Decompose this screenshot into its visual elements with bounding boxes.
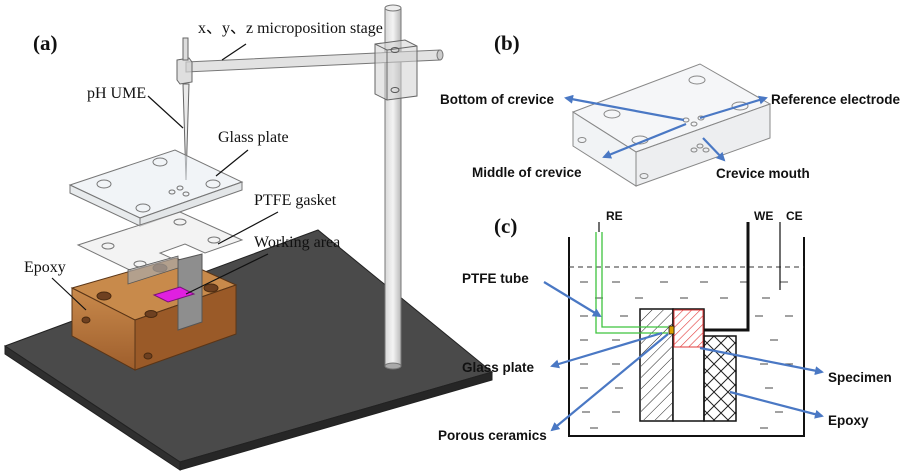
epoxy-label-c: Epoxy (828, 413, 869, 428)
porous-ceramic-tip (668, 325, 675, 335)
crevice-cell-3d (571, 63, 772, 187)
stage-label: x、y、z microposition stage (198, 20, 383, 37)
arrow-crevice-mouth (702, 137, 726, 162)
we-wire (704, 222, 750, 332)
working-area-label: Working area (254, 234, 340, 251)
specimen-hatch (673, 309, 704, 348)
ume-label: pH UME (87, 85, 146, 102)
glass-plate-a (68, 149, 244, 227)
base-plate (3, 229, 494, 471)
ptfe-tube-inner (601, 232, 668, 328)
epoxy-leader-a (51, 277, 87, 311)
bottom-of-crevice-label: Bottom of crevice (440, 92, 555, 107)
specimen-label: Specimen (828, 370, 892, 385)
electrolyte-container (568, 237, 805, 437)
ptfe-tube-label: PTFE tube (462, 271, 529, 286)
ce-label: CE (786, 209, 803, 223)
panel-c: (c) RE WE (438, 209, 892, 443)
arrow-specimen (699, 346, 824, 376)
ume-leader (147, 95, 184, 129)
probe-holder (176, 37, 193, 181)
panel-a-label: (a) (33, 31, 58, 55)
ptfe-tube-outer (595, 232, 668, 334)
stage-leader (221, 43, 247, 61)
epoxy-label-a: Epoxy (24, 259, 66, 276)
arrow-ptfe-tube (543, 281, 602, 318)
arrow-epoxy-c (729, 390, 824, 419)
porous-ceramics-label: Porous ceramics (438, 428, 547, 443)
ptfe-gasket-label: PTFE gasket (254, 192, 337, 209)
gasket-leader (217, 211, 279, 245)
middle-of-crevice-label: Middle of crevice (472, 165, 582, 180)
we-label: WE (754, 209, 773, 223)
arrow-porous-ceramics (550, 333, 669, 432)
working-leader (185, 253, 269, 295)
glass-plate-label-c: Glass plate (462, 360, 535, 375)
arrow-reference-electrode (699, 95, 768, 120)
clamp-block (374, 39, 418, 101)
arrow-bottom-of-crevice (564, 94, 685, 122)
porous-ceramics-hatch (641, 310, 672, 420)
arrow-glass-plate (550, 331, 663, 369)
panel-b-label: (b) (494, 31, 520, 55)
glass-plate-label-a: Glass plate (218, 129, 289, 146)
re-label: RE (606, 209, 623, 223)
panel-c-label: (c) (494, 214, 517, 238)
crevice-mouth-label: Crevice mouth (716, 166, 810, 181)
panel-a: (a) (3, 4, 494, 471)
reference-electrode-label: Reference electrode (771, 92, 901, 107)
panel-b: (b) Bottom of crevice Reference electrod… (440, 31, 901, 187)
glass-leader-a (215, 149, 249, 177)
epoxy-block (70, 253, 238, 371)
arrow-middle-of-crevice (602, 122, 687, 159)
